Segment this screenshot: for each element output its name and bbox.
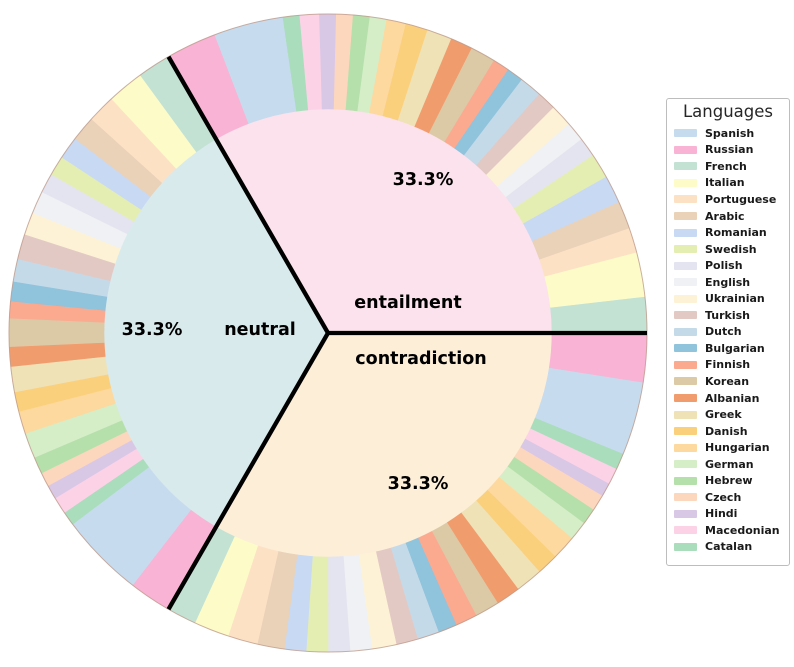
- legend-item-bulgarian: Bulgarian: [667, 340, 789, 357]
- legend-title: Languages: [682, 102, 774, 121]
- legend-item-russian: Russian: [667, 142, 789, 159]
- legend-item-danish: Danish: [667, 423, 789, 440]
- wedge-label-neutral: neutral: [224, 320, 296, 340]
- legend-label: Danish: [705, 424, 748, 438]
- legend-swatch-italian: [674, 178, 697, 187]
- legend-item-albanian: Albanian: [667, 390, 789, 407]
- legend-label: Bulgarian: [705, 341, 765, 355]
- legend-label: Albanian: [705, 391, 760, 405]
- legend-swatch-russian: [674, 145, 697, 154]
- legend-item-hungarian: Hungarian: [667, 439, 789, 456]
- legend-swatch-spanish: [674, 129, 697, 138]
- legend-label: English: [705, 275, 751, 289]
- legend-swatch-czech: [674, 493, 697, 502]
- legend-item-greek: Greek: [667, 406, 789, 423]
- legend-swatch-swedish: [674, 245, 697, 254]
- legend-swatch-greek: [674, 410, 697, 419]
- legend-swatch-danish: [674, 427, 697, 436]
- legend-label: Italian: [705, 176, 745, 190]
- wedge-divider-line: [166, 331, 330, 611]
- legend-swatch-albanian: [674, 394, 697, 403]
- legend-label: Russian: [705, 143, 754, 157]
- legend-label: Finnish: [705, 358, 751, 372]
- wedge-label-contradiction: contradiction: [355, 349, 486, 369]
- legend-item-french: French: [667, 158, 789, 175]
- legend-item-hindi: Hindi: [667, 506, 789, 523]
- legend-item-english: English: [667, 274, 789, 291]
- wedge-divider-line: [166, 55, 330, 335]
- wedge-label-entailment: entailment: [354, 293, 461, 313]
- legend-label: Portuguese: [705, 192, 777, 206]
- legend-item-ukrainian: Ukrainian: [667, 290, 789, 307]
- legend-swatch-polish: [674, 261, 697, 270]
- wedge-percent-contradiction: 33.3%: [388, 474, 449, 494]
- legend-swatch-german: [674, 460, 697, 469]
- legend-item-portuguese: Portuguese: [667, 191, 789, 208]
- legend-label: Polish: [705, 259, 743, 273]
- legend-label: Arabic: [705, 209, 745, 223]
- legend-item-german: German: [667, 456, 789, 473]
- legend-item-dutch: Dutch: [667, 324, 789, 341]
- legend-label: Hungarian: [705, 441, 770, 455]
- legend-swatch-turkish: [674, 311, 697, 320]
- legend-item-korean: Korean: [667, 373, 789, 390]
- legend-item-finnish: Finnish: [667, 357, 789, 374]
- legend-swatch-hebrew: [674, 476, 697, 485]
- legend-label: Korean: [705, 374, 750, 388]
- legend-swatch-bulgarian: [674, 344, 697, 353]
- legend-swatch-portuguese: [674, 195, 697, 204]
- legend-item-romanian: Romanian: [667, 224, 789, 241]
- legend-label: Ukrainian: [705, 292, 765, 306]
- legend-label: Hindi: [705, 507, 738, 521]
- legend-label: Greek: [705, 408, 742, 422]
- legend-swatch-ukrainian: [674, 294, 697, 303]
- legend-item-polish: Polish: [667, 257, 789, 274]
- legend-swatch-hindi: [674, 509, 697, 518]
- legend-item-arabic: Arabic: [667, 208, 789, 225]
- legend-item-italian: Italian: [667, 175, 789, 192]
- legend-label: Swedish: [705, 242, 757, 256]
- legend-swatch-french: [674, 162, 697, 171]
- legend-item-hebrew: Hebrew: [667, 472, 789, 489]
- legend-swatch-finnish: [674, 360, 697, 369]
- legend-item-czech: Czech: [667, 489, 789, 506]
- legend-label: Macedonian: [705, 523, 780, 537]
- legend-label: Dutch: [705, 325, 742, 339]
- legend-item-turkish: Turkish: [667, 307, 789, 324]
- legend-label: Turkish: [705, 308, 751, 322]
- legend-label: Spanish: [705, 126, 755, 140]
- wedge-percent-neutral: 33.3%: [122, 320, 183, 340]
- wedge-percent-entailment: 33.3%: [393, 170, 454, 190]
- legend-label: Czech: [705, 490, 742, 504]
- legend-swatch-romanian: [674, 228, 697, 237]
- legend-swatch-dutch: [674, 327, 697, 336]
- legend-swatch-macedonian: [674, 526, 697, 535]
- legend-item-spanish: Spanish: [667, 125, 789, 142]
- legend-item-macedonian: Macedonian: [667, 522, 789, 539]
- legend-item-catalan: Catalan: [667, 539, 789, 556]
- legend-label: Hebrew: [705, 474, 753, 488]
- legend-swatch-korean: [674, 377, 697, 386]
- legend-label: Catalan: [705, 540, 753, 554]
- legend-swatch-arabic: [674, 212, 697, 220]
- legend-label: Romanian: [705, 226, 767, 240]
- legend-item-swedish: Swedish: [667, 241, 789, 258]
- legend-swatch-hungarian: [674, 443, 697, 452]
- legend-label: French: [705, 159, 747, 173]
- ring-segment-neutral-korean: [8, 318, 105, 348]
- legend-swatch-english: [674, 278, 697, 287]
- legend-swatch-catalan: [674, 542, 697, 551]
- legend-label: German: [705, 457, 754, 471]
